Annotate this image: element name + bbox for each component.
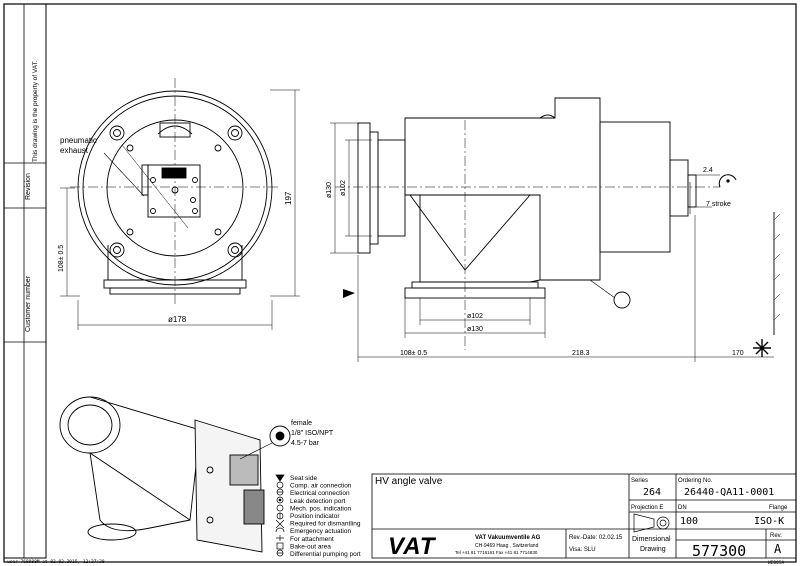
drawing-number: 577300 xyxy=(692,542,746,560)
vat-logo: VAT xyxy=(388,533,437,560)
dn-label: DN xyxy=(678,505,687,511)
rotation-arrow-icon xyxy=(718,174,737,188)
company-address: CH-9469 Haag , Switzerland xyxy=(475,543,539,549)
title-block xyxy=(371,473,797,559)
legend-item: Leak detection port xyxy=(290,498,345,505)
drawing-type-line-1: Dimensional xyxy=(632,536,671,543)
company-name: VAT Vakuumventile AG xyxy=(475,535,541,541)
dim-side-2-4: 2.4 xyxy=(703,167,713,174)
title-text: HV angle valve xyxy=(375,476,443,487)
legend-item: Emergency actuation xyxy=(290,528,351,535)
rev-value: A xyxy=(774,542,782,556)
page-ref: WE005A xyxy=(768,560,785,566)
callout-exhaust: exhaust xyxy=(60,146,89,155)
projection-label: Projection E xyxy=(631,505,663,511)
dim-front-center-height: 108± 0.5 xyxy=(58,245,65,272)
series-value: 264 xyxy=(643,487,661,498)
dismantling-star-icon xyxy=(753,339,771,357)
visa: Visa: SLU xyxy=(569,547,596,553)
legend-item: Bake-out area xyxy=(290,543,331,550)
rev-date: Rev.-Date: 02.02.15 xyxy=(569,535,623,541)
dim-front-width: ø178 xyxy=(168,315,187,324)
side-view xyxy=(335,97,781,350)
callout-pneumatic: pneumatic xyxy=(60,136,97,145)
isometric-view xyxy=(59,396,291,553)
legend-item: For attachment xyxy=(290,536,334,543)
legend-item: Comp. air connection xyxy=(290,483,352,490)
front-view xyxy=(70,78,280,305)
iso-port-female: female xyxy=(291,420,312,427)
legend-item: Electrical connection xyxy=(290,490,350,497)
dn-value: 100 xyxy=(680,516,698,527)
rev-label: Rev. xyxy=(770,533,782,539)
left-sidebar: This drawing is the property of VAT. Rev… xyxy=(3,3,105,565)
dim-side-170: 170 xyxy=(732,350,744,357)
iso-port-thread: 1/8" ISO/NPT xyxy=(291,430,334,437)
legend-item: Mech. pos. indication xyxy=(290,505,351,512)
ordering-value: 26440-QA11-0001 xyxy=(684,487,774,498)
revision-label: Revision xyxy=(25,173,32,200)
side-view-dimensions xyxy=(330,122,774,362)
company-phone: Tel +41 81 7716161 Fax +41 81 7714830 xyxy=(455,550,538,555)
projection-icon xyxy=(633,513,670,533)
dim-side-stroke: 7 stroke xyxy=(706,201,731,208)
dim-side-218: 218.3 xyxy=(572,350,590,357)
dim-front-height: 197 xyxy=(284,191,293,205)
drawing-type-line-2: Drawing xyxy=(640,546,666,553)
legend-item: Position indicator xyxy=(290,513,340,520)
property-note: This drawing is the property of VAT. xyxy=(32,60,39,162)
ordering-label: Ordering No. xyxy=(678,478,713,484)
dim-side-d130-vertical: ø130 xyxy=(326,182,333,198)
legend-item: Seat side xyxy=(290,475,317,482)
series-label: Series xyxy=(631,478,648,484)
dim-side-d130-horizontal: ø130 xyxy=(467,326,483,333)
seat-side-marker xyxy=(343,289,355,298)
front-view-dimensions xyxy=(60,89,300,330)
flange-value: ISO-K xyxy=(754,516,784,527)
dim-side-d102-vertical: ø102 xyxy=(340,180,347,196)
dim-side-108: 108± 0.5 xyxy=(400,350,427,357)
iso-port-pressure: 4.5-7 bar xyxy=(291,440,320,447)
user-stamp: user 768888M at 02.02.2015, 12:27:28 xyxy=(7,559,105,565)
legend-symbols xyxy=(275,474,285,557)
flange-label: Flange xyxy=(769,505,788,511)
legend-item: Required for dismantling xyxy=(290,521,361,528)
customer-number-label: Customer number xyxy=(25,275,32,332)
dim-side-d102-horizontal: ø102 xyxy=(467,313,483,320)
rotation-center-dot xyxy=(726,179,730,183)
legend-item: Differential pumping port xyxy=(290,551,361,558)
